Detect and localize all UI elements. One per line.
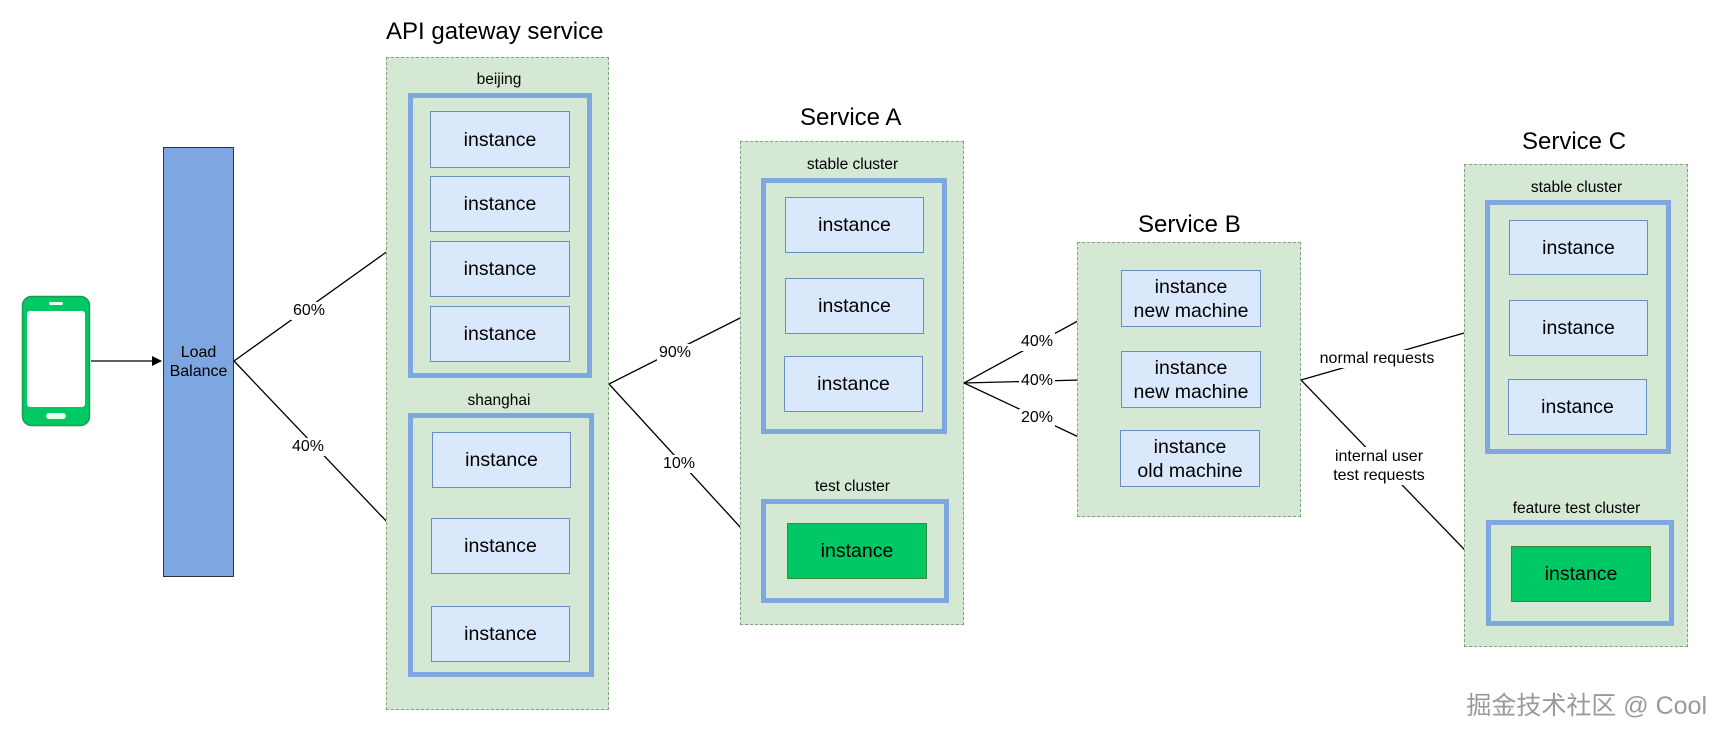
service-c-instance: instance (1508, 379, 1647, 435)
beijing-instance: instance (430, 176, 570, 232)
watermark: 掘金技术社区 @ Cool (1466, 692, 1707, 720)
edge-label-60: 60% (290, 302, 328, 320)
edge-label-b2: 40% (1018, 372, 1056, 390)
beijing-instance: instance (430, 241, 570, 297)
service-a-test-instance: instance (787, 523, 927, 579)
machine-label: old machine (1137, 459, 1243, 482)
service-c-instance: instance (1509, 300, 1648, 356)
instance-label: instance (1154, 275, 1228, 298)
edge-label-internal-test: internal user test requests (1331, 447, 1427, 485)
service-c-feature-label: feature test cluster (1512, 500, 1641, 517)
edge-label-internal-line1: internal user (1334, 448, 1424, 465)
load-balancer-label-line2: Balance (169, 363, 228, 380)
service-c-feature-cluster (1486, 520, 1674, 626)
load-balancer-label-line1: Load (180, 344, 217, 361)
service-c-feature-instance: instance (1511, 546, 1651, 602)
service-a-stable-cluster (761, 178, 947, 434)
service-a-title: Service A (800, 104, 902, 131)
shanghai-cluster (408, 413, 594, 677)
service-b-instance: instance old machine (1120, 430, 1260, 487)
beijing-label: beijing (476, 71, 522, 88)
service-a-instance: instance (784, 356, 923, 412)
service-c-title: Service C (1522, 128, 1627, 155)
shanghai-instance: instance (432, 432, 571, 488)
edge-label-40: 40% (289, 438, 327, 456)
service-b-title: Service B (1138, 211, 1241, 238)
service-c-instance: instance (1509, 220, 1648, 275)
smartphone-icon (21, 295, 91, 427)
service-c-stable-label: stable cluster (1530, 179, 1623, 196)
service-b-instance: instance new machine (1121, 270, 1261, 327)
edge-label-10: 10% (660, 455, 698, 473)
service-b-instance: instance new machine (1121, 351, 1261, 408)
service-a-test-label: test cluster (815, 478, 890, 495)
shanghai-instance: instance (431, 518, 570, 574)
service-a-instance: instance (785, 197, 924, 253)
edge-label-90: 90% (656, 344, 694, 362)
service-a-instance: instance (785, 278, 924, 334)
shanghai-instance: instance (431, 606, 570, 662)
load-balancer: Load Balance (163, 147, 234, 577)
beijing-cluster (408, 93, 592, 378)
edge-lb-to-beijing (233, 237, 407, 362)
machine-label: new machine (1133, 299, 1249, 322)
gateway-title: API gateway service (386, 18, 604, 45)
service-a-test-cluster (761, 499, 949, 603)
edge-label-b3: 20% (1018, 409, 1056, 427)
shanghai-label: shanghai (467, 392, 531, 409)
service-c-stable-cluster (1485, 200, 1671, 454)
edge-label-normal-requests: normal requests (1317, 350, 1437, 368)
instance-label: instance (1153, 435, 1227, 458)
beijing-instance: instance (430, 111, 570, 168)
beijing-instance: instance (430, 306, 570, 362)
machine-label: new machine (1133, 380, 1249, 403)
service-a-stable-label: stable cluster (806, 156, 899, 173)
instance-label: instance (1154, 356, 1228, 379)
edge-label-internal-line2: test requests (1333, 467, 1425, 484)
edge-label-b1: 40% (1018, 333, 1056, 351)
